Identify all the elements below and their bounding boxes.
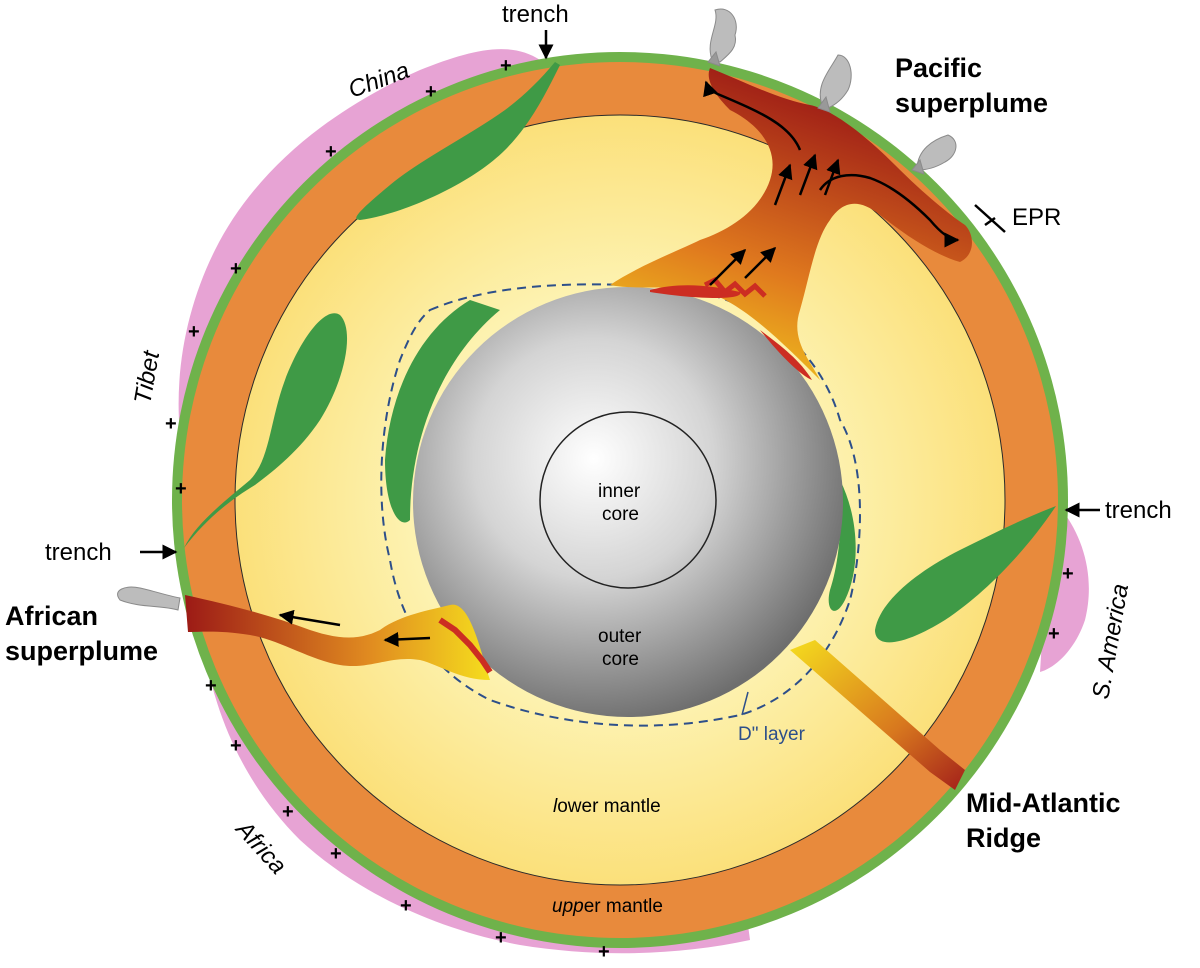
subducting-slabs [184,62,1056,643]
svg-text:+: + [282,801,294,823]
label-epr: EPR [1012,204,1061,231]
pointer-arrows [140,30,1100,560]
label-trench-left: trench [45,539,112,566]
svg-text:+: + [188,321,200,343]
svg-text:+: + [1062,563,1074,585]
continent-africa [198,600,750,954]
label-outer-core-line1: outer [598,626,642,647]
svg-text:+: + [598,941,610,963]
d-layer-pointer [741,691,749,716]
label-pacific-line2: superplume [895,88,1048,118]
smoke-plumes [117,8,957,611]
svg-text:+: + [495,927,507,949]
d-layer-slabs [385,300,856,611]
mid-atlantic-plume [790,640,965,790]
label-mid-atlantic-line2: Ridge [966,823,1041,853]
label-african-line1: African [5,601,98,631]
label-african-line2: superplume [5,636,158,666]
label-trench-top: trench [502,1,569,28]
label-pacific-line1: Pacific [895,53,982,83]
svg-text:+: + [230,735,242,757]
svg-text:+: + [175,478,187,500]
continent-plus-marks: + + + + + + + + + + + + + + + + [165,55,1074,963]
flow-arrows [278,80,960,647]
pacific-superplume [610,68,972,380]
svg-text:+: + [330,843,342,865]
slab-china [356,62,560,220]
label-d-layer: D" layer [738,724,806,745]
svg-text:+: + [230,258,242,280]
label-inner-core-line1: inner [598,481,641,502]
label-trench-right: trench [1105,497,1172,524]
label-lower-mantle: lower mantle [553,796,661,817]
svg-text:+: + [400,895,412,917]
svg-text:+: + [205,675,217,697]
label-outer-core-line2: core [602,649,639,670]
inner-core [539,411,717,589]
label-tibet: Tibet [129,348,165,406]
slab-samerica [875,506,1056,643]
slab-tibet [184,313,348,548]
svg-text:+: + [325,141,337,163]
label-mid-atlantic-line1: Mid-Atlantic [966,788,1121,818]
outer-core [413,287,843,717]
svg-text:+: + [500,55,512,77]
label-upper-mantle: upper mantle [552,896,663,917]
svg-text:+: + [425,81,437,103]
d-layer-boundary [380,283,861,727]
label-inner-core-line2: core [602,504,639,525]
african-superplume [185,595,493,680]
continent-s-america [1040,510,1089,672]
label-africa: Africa [229,814,291,879]
core [413,287,843,717]
svg-text:+: + [165,413,177,435]
svg-text:+: + [1048,623,1060,645]
label-s-america: S. America [1087,582,1134,701]
